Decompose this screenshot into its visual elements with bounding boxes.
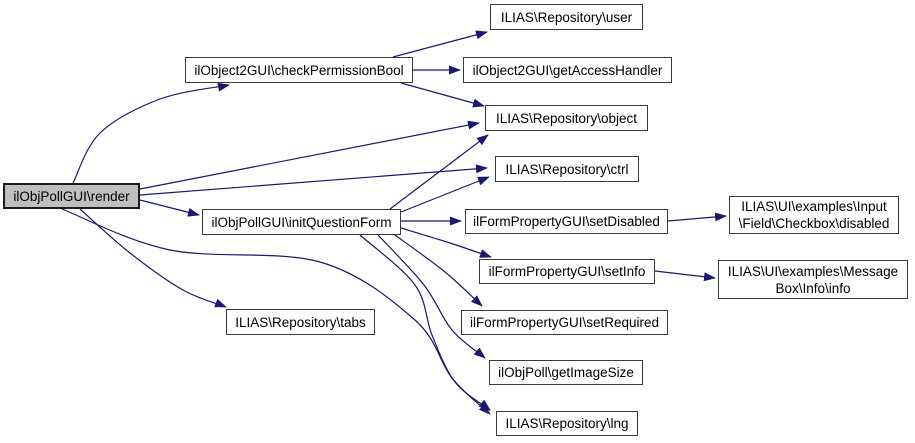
node-lng[interactable]: ILIAS\Repository\lng xyxy=(496,411,638,436)
node-label: Box\Info\info xyxy=(775,280,851,296)
node-object[interactable]: ILIAS\Repository\object xyxy=(485,105,648,131)
edge-render-to-ctrl xyxy=(139,164,488,196)
node-label: ilFormPropertyGUI\setRequired xyxy=(469,315,660,330)
node-init-question-form[interactable]: ilObjPollGUI\initQuestionForm xyxy=(202,209,401,235)
node-tabs[interactable]: ILIAS\Repository\tabs xyxy=(226,309,375,335)
node-set-required[interactable]: ilFormPropertyGUI\setRequired xyxy=(461,310,668,335)
node-label: ilFormPropertyGUI\setInfo xyxy=(488,264,646,279)
edge-init-question-form-to-set-required xyxy=(394,234,483,307)
edge-render-to-check-permission-bool xyxy=(72,82,230,184)
edge-check-permission-bool-to-user xyxy=(392,30,488,58)
node-set-info[interactable]: ilFormPropertyGUI\setInfo xyxy=(479,259,655,284)
node-label: ILIAS\Repository\lng xyxy=(505,416,629,431)
edge-render-to-init-question-form xyxy=(139,199,200,217)
node-label: ilObjPollGUI\render xyxy=(13,188,130,204)
node-label: ILIAS\Repository\ctrl xyxy=(505,161,629,177)
node-label: ilObject2GUI\getAccessHandler xyxy=(472,62,663,78)
node-set-disabled[interactable]: ilFormPropertyGUI\setDisabled xyxy=(465,209,668,234)
edge-init-question-form-to-object xyxy=(389,134,489,210)
node-ctrl[interactable]: ILIAS\Repository\ctrl xyxy=(495,156,639,182)
node-label: ilObjPollGUI\initQuestionForm xyxy=(211,214,392,230)
node-checkbox-disabled[interactable]: ILIAS\UI\examples\Input \Field\Checkbox\d… xyxy=(729,196,899,234)
edge-render-to-object xyxy=(139,120,480,190)
edge-set-info-to-messagebox-info xyxy=(654,270,716,282)
edge-init-question-form-to-set-info xyxy=(400,227,492,258)
node-label: ILIAS\Repository\user xyxy=(500,9,633,25)
edge-check-permission-bool-to-object xyxy=(400,82,485,108)
node-label: ILIAS\UI\examples\Message xyxy=(727,263,899,279)
edge-render-to-tabs xyxy=(79,208,227,308)
edge-init-question-form-to-ctrl xyxy=(400,176,490,213)
node-get-access-handler[interactable]: ilObject2GUI\getAccessHandler xyxy=(463,57,672,83)
edge-init-question-form-to-lng xyxy=(359,234,491,411)
node-user[interactable]: ILIAS\Repository\user xyxy=(490,4,643,30)
edge-init-question-form-to-get-image-size xyxy=(377,234,486,359)
node-label: \Field\Checkbox\disabled xyxy=(738,216,890,231)
node-check-permission-bool[interactable]: ilObject2GUI\checkPermissionBool xyxy=(185,57,413,83)
node-label: ILIAS\UI\examples\Input xyxy=(741,199,887,214)
node-label: ilObjPoll\getImageSize xyxy=(498,365,634,380)
node-label: ilObject2GUI\checkPermissionBool xyxy=(194,62,404,78)
node-render[interactable]: ilObjPollGUI\render xyxy=(3,183,140,209)
node-label: ilFormPropertyGUI\setDisabled xyxy=(473,214,660,229)
node-label: ILIAS\Repository\object xyxy=(495,110,638,126)
node-label: ILIAS\Repository\tabs xyxy=(235,314,366,330)
node-get-image-size[interactable]: ilObjPoll\getImageSize xyxy=(489,360,643,385)
edge-set-disabled-to-checkbox-disabled xyxy=(667,212,727,222)
